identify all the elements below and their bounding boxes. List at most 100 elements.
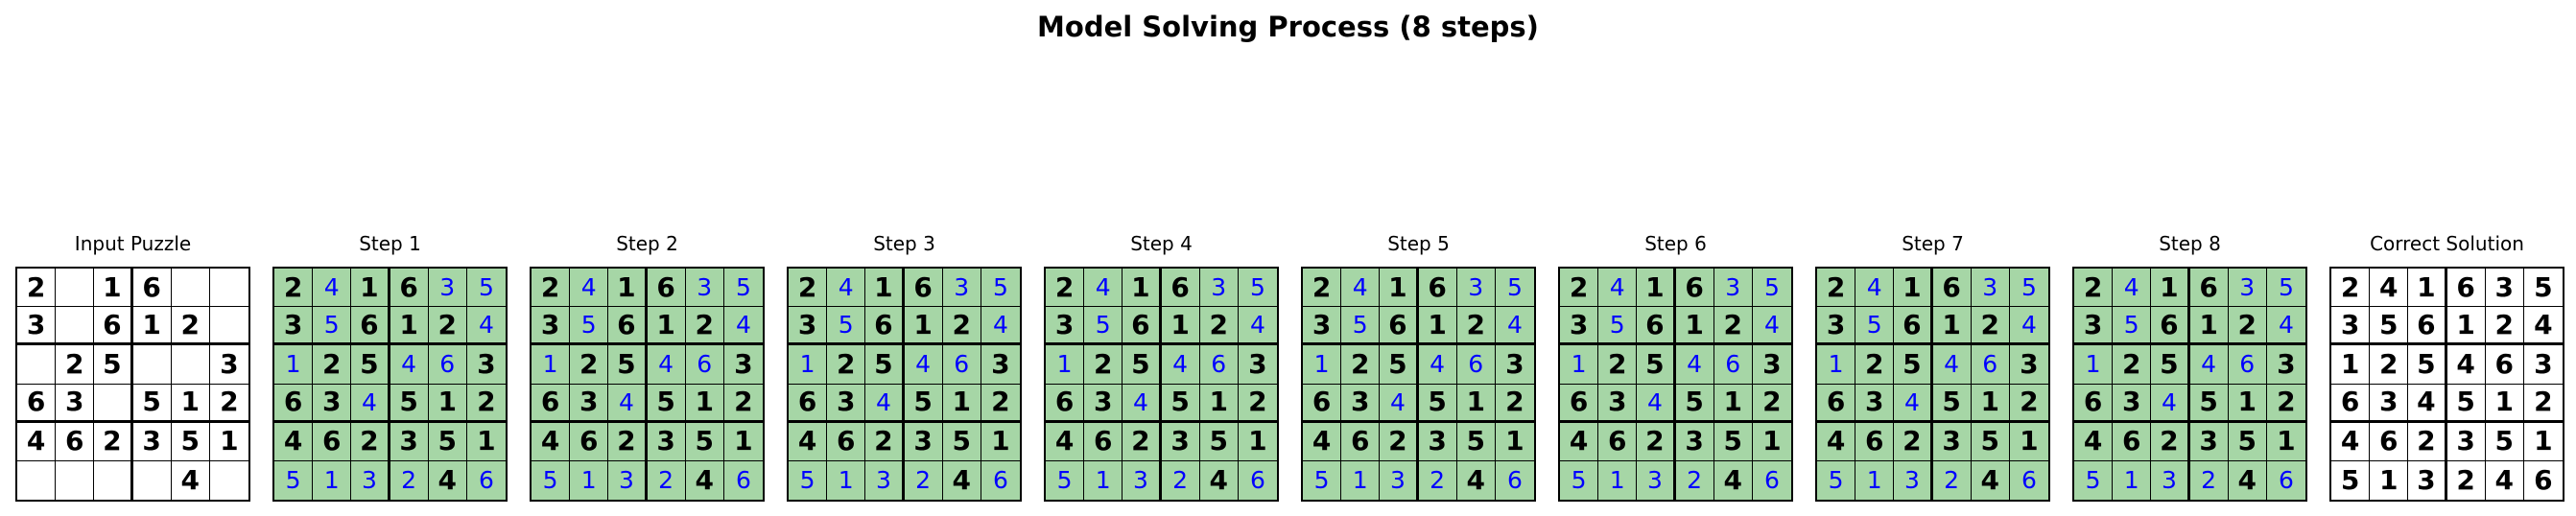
grid-cell: 6 — [132, 269, 172, 308]
grid-cell: 6 — [608, 307, 648, 346]
grid-cell: 4 — [1855, 269, 1895, 308]
grid-cell — [209, 460, 248, 500]
grid-cell: 1 — [1084, 460, 1123, 500]
grid-cell: 1 — [2446, 307, 2486, 346]
grid-cell: 2 — [2189, 460, 2229, 500]
grid-cell: 2 — [981, 384, 1020, 423]
grid-cell: 4 — [1123, 384, 1162, 423]
grid-cell: 4 — [1495, 307, 1534, 346]
grid-cell: 4 — [647, 345, 686, 385]
grid-cell: 6 — [1123, 307, 1162, 346]
grid-cell: 4 — [865, 384, 905, 423]
grid-cell: 5 — [94, 345, 133, 385]
grid-cell: 5 — [313, 307, 352, 346]
grid-cell: 2 — [1046, 269, 1085, 308]
grid-cell: 1 — [570, 460, 609, 500]
grid-cell: 6 — [1046, 384, 1085, 423]
grid-cell: 4 — [2485, 460, 2524, 500]
grid-cell: 6 — [351, 307, 390, 346]
grid-cell: 1 — [2370, 460, 2409, 500]
grid-cell: 4 — [1161, 345, 1200, 385]
grid-cell: 6 — [2266, 460, 2305, 500]
panel-title: Step 2 — [616, 232, 678, 255]
grid-cell: 6 — [428, 345, 467, 385]
grid-cell: 5 — [1560, 460, 1599, 500]
grid-cell: 6 — [2151, 307, 2190, 346]
grid-cell: 4 — [1380, 384, 1419, 423]
grid-cell: 5 — [2266, 269, 2305, 308]
grid-cell: 4 — [1341, 269, 1381, 308]
grid-cell: 1 — [466, 422, 506, 461]
grid-cell: 5 — [2331, 460, 2371, 500]
grid-cell: 4 — [2370, 269, 2409, 308]
grid-cell: 5 — [2228, 422, 2267, 461]
grid-cell: 3 — [723, 345, 763, 385]
grid-cell: 3 — [466, 345, 506, 385]
grid-cell: 3 — [685, 269, 724, 308]
grid-cell: 3 — [1084, 384, 1123, 423]
grid-cell: 2 — [1932, 460, 1972, 500]
grid-cell: 2 — [1752, 384, 1791, 423]
grid-cell — [94, 460, 133, 500]
grid-cell: 2 — [274, 269, 314, 308]
grid-cell: 6 — [981, 460, 1020, 500]
grid-cell: 3 — [1598, 384, 1638, 423]
grid-cell: 1 — [2189, 307, 2229, 346]
grid-cell: 2 — [1971, 307, 2010, 346]
grid-cell: 4 — [351, 384, 390, 423]
grid-cell — [56, 460, 95, 500]
grid-cell: 1 — [2485, 384, 2524, 423]
grid-cell: 1 — [1456, 384, 1496, 423]
grid-cell: 2 — [2228, 307, 2267, 346]
grid-cell — [171, 269, 210, 308]
grid-cell: 5 — [171, 422, 210, 461]
grid-cell: 6 — [685, 345, 724, 385]
grid-cell: 4 — [1598, 269, 1638, 308]
grid-cell: 6 — [1456, 345, 1496, 385]
grid-cell: 1 — [1123, 269, 1162, 308]
grid-cell: 5 — [1817, 460, 1856, 500]
grid-cell: 1 — [1046, 345, 1085, 385]
grid-cell: 1 — [685, 384, 724, 423]
grid-cell: 5 — [390, 384, 429, 423]
grid-cell: 3 — [428, 269, 467, 308]
grid-cell: 2 — [865, 422, 905, 461]
grid-cell: 1 — [1418, 307, 1457, 346]
grid-cell: 2 — [1303, 269, 1342, 308]
grid-cell: 1 — [865, 269, 905, 308]
grid-cell: 4 — [2408, 384, 2447, 423]
grid-cell: 6 — [1855, 422, 1895, 461]
grid-cell: 4 — [2523, 307, 2563, 346]
grid-cell: 2 — [532, 269, 571, 308]
grid-cell: 1 — [827, 460, 866, 500]
grid-cell: 6 — [865, 307, 905, 346]
grid-cell: 5 — [723, 269, 763, 308]
grid-cell: 5 — [2446, 384, 2486, 423]
grid-cell — [17, 460, 57, 500]
grid-cell: 6 — [2113, 422, 2152, 461]
panel-title: Step 8 — [2159, 232, 2221, 255]
grid-cell: 5 — [1046, 460, 1085, 500]
grid-cell: 4 — [2189, 345, 2229, 385]
grid-cell: 6 — [942, 345, 981, 385]
grid-cell: 4 — [723, 307, 763, 346]
grid-cell: 4 — [1199, 460, 1239, 500]
grid-cell: 5 — [904, 384, 943, 423]
grid-cell: 6 — [2074, 384, 2114, 423]
grid-cell: 3 — [904, 422, 943, 461]
grid-cell: 3 — [1637, 460, 1676, 500]
grid-cell: 3 — [2446, 422, 2486, 461]
grid-cell: 5 — [1161, 384, 1200, 423]
grid-cell: 6 — [1713, 345, 1753, 385]
grid-cell: 5 — [1238, 269, 1277, 308]
grid-cell: 1 — [1637, 269, 1676, 308]
grid-cell: 4 — [1560, 422, 1599, 461]
grid-cell: 6 — [2446, 269, 2486, 308]
grid-cell: 3 — [56, 384, 95, 423]
grid-cell: 6 — [2189, 269, 2229, 308]
grid-cell: 2 — [2074, 269, 2114, 308]
grid-cell: 2 — [1598, 345, 1638, 385]
grid-cell: 1 — [2074, 345, 2114, 385]
